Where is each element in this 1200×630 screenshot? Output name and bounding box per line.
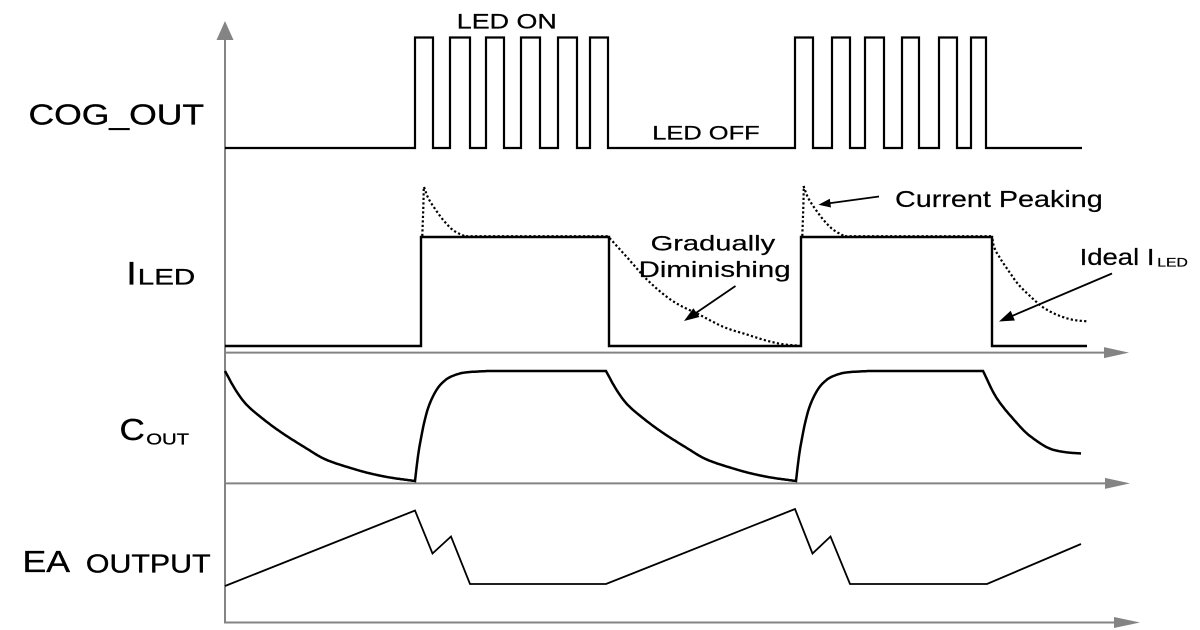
svg-text:LED ON: LED ON <box>457 10 557 34</box>
svg-text:LED OFF: LED OFF <box>652 123 759 144</box>
svg-text:LED: LED <box>1157 255 1188 269</box>
svg-text:Diminishing: Diminishing <box>639 257 791 282</box>
svg-text:OUT: OUT <box>146 431 189 448</box>
svg-text:I: I <box>126 257 136 292</box>
svg-text:Current Peaking: Current Peaking <box>895 186 1103 213</box>
svg-text:OUTPUT: OUTPUT <box>86 550 211 578</box>
svg-text:EA: EA <box>23 545 71 579</box>
svg-text:Ideal I: Ideal I <box>1080 245 1155 271</box>
svg-text:LED: LED <box>138 264 195 290</box>
svg-text:C: C <box>120 412 145 446</box>
svg-text:COG_OUT: COG_OUT <box>29 99 205 131</box>
svg-text:Gradually: Gradually <box>651 232 776 256</box>
